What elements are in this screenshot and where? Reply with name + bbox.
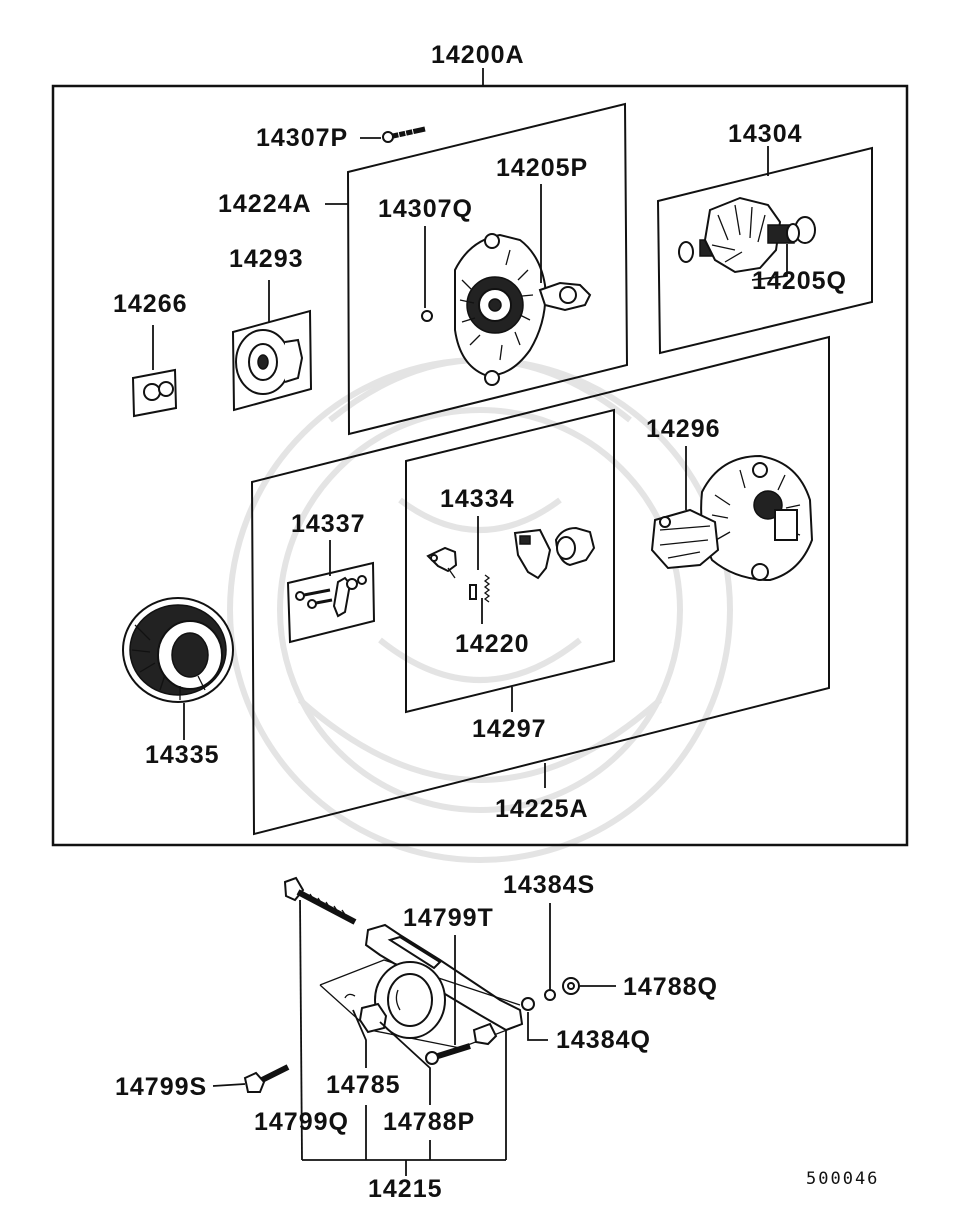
panel-14225A xyxy=(250,335,830,836)
brush-holder-14334 xyxy=(426,526,596,603)
adjusting-bracket-assembly xyxy=(243,876,580,1093)
panel-14224A xyxy=(346,102,629,436)
label-14205Q[interactable]: 14205Q xyxy=(752,267,847,295)
label-14297[interactable]: 14297 xyxy=(472,715,547,743)
label-14205P[interactable]: 14205P xyxy=(496,154,588,182)
label-14225A[interactable]: 14225A xyxy=(495,795,589,823)
label-14220[interactable]: 14220 xyxy=(455,630,530,658)
label-14334[interactable]: 14334 xyxy=(440,485,515,513)
label-14307P[interactable]: 14307P xyxy=(256,124,348,152)
label-14335[interactable]: 14335 xyxy=(145,741,220,769)
washer-14307Q xyxy=(421,310,433,322)
rear-housing-14296 xyxy=(650,454,814,582)
label-14266[interactable]: 14266 xyxy=(113,290,188,318)
diagram-code: 500046 xyxy=(806,1169,879,1189)
rotor-assembly-14304 xyxy=(678,196,816,274)
panel-14266 xyxy=(131,368,178,418)
pulley-14293 xyxy=(235,329,304,395)
label-14224A[interactable]: 14224A xyxy=(218,190,312,218)
panel-14293 xyxy=(231,309,313,412)
screw-14307P xyxy=(382,126,426,143)
label-14384Q[interactable]: 14384Q xyxy=(556,1026,651,1054)
stator-14335 xyxy=(122,597,234,703)
terminal-kit-14337 xyxy=(295,575,367,618)
label-14293[interactable]: 14293 xyxy=(229,245,304,273)
label-14384S[interactable]: 14384S xyxy=(503,871,595,899)
label-14799T[interactable]: 14799T xyxy=(403,904,494,932)
label-14296[interactable]: 14296 xyxy=(646,415,721,443)
front-housing-14205P xyxy=(454,233,592,386)
label-14788Q[interactable]: 14788Q xyxy=(623,973,718,1001)
label-14799S[interactable]: 14799S xyxy=(115,1073,207,1101)
panel-14337 xyxy=(286,561,376,644)
label-14337[interactable]: 14337 xyxy=(291,510,366,538)
panel-14304 xyxy=(656,146,873,355)
label-14215[interactable]: 14215 xyxy=(368,1175,443,1203)
label-14304[interactable]: 14304 xyxy=(728,120,803,148)
nut-washer-14266 xyxy=(143,381,174,401)
group-bracket-14215 xyxy=(299,899,507,1176)
label-14307Q[interactable]: 14307Q xyxy=(378,195,473,223)
label-14788P[interactable]: 14788P xyxy=(383,1108,475,1136)
panel-14297 xyxy=(405,408,615,714)
label-14785[interactable]: 14785 xyxy=(326,1071,401,1099)
label-14200A[interactable]: 14200A xyxy=(431,41,525,69)
assembly-frame-14200A xyxy=(51,84,909,847)
